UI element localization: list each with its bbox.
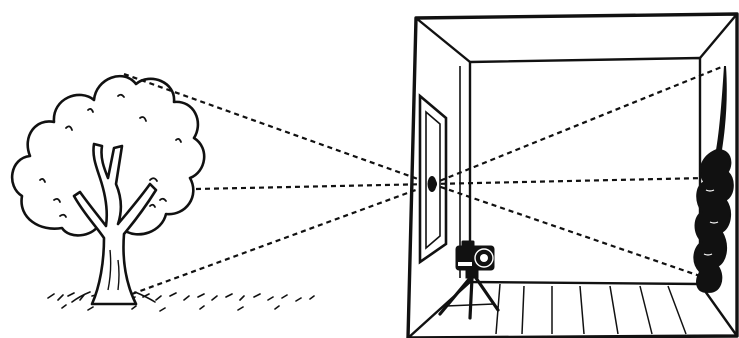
ray-inside-top — [431, 64, 725, 186]
grass-ground — [47, 291, 315, 312]
ray-outside-top — [123, 72, 433, 186]
tree-icon — [10, 74, 206, 306]
light-ray-lines-inside — [431, 64, 725, 278]
camera-tripod-icon — [438, 240, 500, 320]
light-ray-lines — [123, 72, 433, 296]
inverted-tree-projection — [693, 66, 734, 293]
floorboards — [495, 283, 687, 335]
tree-canopy — [10, 74, 206, 237]
ray-outside-middle — [195, 182, 433, 191]
projection-canopy — [693, 149, 734, 293]
tree-trunk — [72, 142, 158, 306]
ray-inside-bottom — [431, 182, 701, 278]
room-box — [406, 12, 739, 338]
room-outer-frame — [406, 12, 739, 338]
ray-inside-middle — [431, 176, 707, 186]
room-back-wall — [468, 56, 702, 286]
